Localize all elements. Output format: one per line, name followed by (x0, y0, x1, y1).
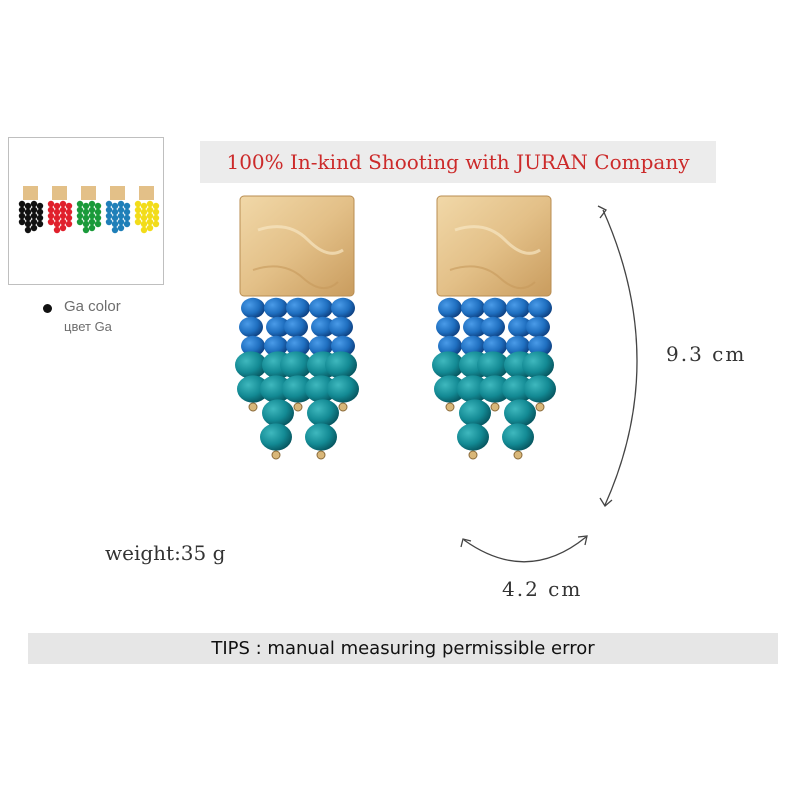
bead (309, 335, 333, 357)
gold-end-cap (490, 402, 500, 412)
bead (260, 375, 292, 403)
black-earring-swatch (18, 186, 44, 234)
tips-text: TIPS : manual measuring permissible erro… (211, 638, 595, 659)
bead (508, 316, 532, 338)
gold-end-cap (248, 402, 258, 412)
bead (522, 351, 554, 379)
gold-end-cap (445, 402, 455, 412)
bead (331, 297, 355, 319)
bead (528, 335, 552, 357)
bead (311, 316, 335, 338)
color-variant-thumbnail[interactable] (8, 137, 164, 285)
red-earring-swatch (47, 186, 73, 234)
gold-plate (239, 195, 355, 297)
promo-banner-text: 100% In-kind Shooting with JURAN Company (226, 150, 690, 174)
bead (309, 297, 333, 319)
bead (280, 351, 312, 379)
width-measurement: 4.2 cm (502, 577, 583, 601)
bead (528, 297, 552, 319)
left-earring (235, 195, 359, 460)
bead (235, 351, 267, 379)
green-earring-swatch (76, 186, 102, 234)
yellow-earring-swatch (134, 186, 160, 234)
bead (305, 375, 337, 403)
bead (438, 335, 462, 357)
gold-end-cap (316, 450, 326, 460)
bead (282, 375, 314, 403)
bead (434, 375, 466, 403)
selected-color-name[interactable]: Ga color (64, 298, 121, 315)
bead (502, 423, 534, 451)
bead (461, 335, 485, 357)
bead (432, 351, 464, 379)
bead (241, 297, 265, 319)
selected-color-bullet-icon (43, 304, 52, 313)
bead (502, 375, 534, 403)
bead (457, 375, 489, 403)
height-arrowhead-bottom-icon (599, 497, 613, 507)
bead (483, 297, 507, 319)
bead (438, 297, 462, 319)
bead (483, 335, 507, 357)
width-arc-line (463, 536, 587, 563)
earrings-product-image (235, 195, 556, 460)
variant-swatches (18, 186, 160, 234)
right-earring (432, 195, 556, 460)
bead (463, 316, 487, 338)
height-arc-line (602, 209, 638, 506)
bead (286, 297, 310, 319)
blue-earring-swatch (105, 186, 131, 234)
height-measurement: 9.3 cm (666, 342, 747, 366)
height-arrowhead-top-icon (597, 205, 607, 219)
weight-label: weight:35 g (105, 541, 226, 565)
bead (264, 297, 288, 319)
bead (331, 335, 355, 357)
bead (266, 316, 290, 338)
bead (329, 316, 353, 338)
gold-end-cap (271, 450, 281, 460)
bead (262, 399, 294, 427)
bead (506, 297, 530, 319)
gold-end-cap (293, 402, 303, 412)
selected-color-name-ru: цвет Ga (64, 319, 112, 334)
promo-banner: 100% In-kind Shooting with JURAN Company (200, 141, 716, 183)
bead (436, 316, 460, 338)
bead (241, 335, 265, 357)
gold-end-cap (338, 402, 348, 412)
gold-end-cap (535, 402, 545, 412)
bead (260, 423, 292, 451)
bead (479, 375, 511, 403)
bead (264, 335, 288, 357)
bead (239, 316, 263, 338)
bead (284, 316, 308, 338)
width-arrowhead-right-icon (577, 535, 588, 546)
tips-bar: TIPS : manual measuring permissible erro… (28, 633, 778, 664)
bead (307, 399, 339, 427)
bead (457, 423, 489, 451)
gold-end-cap (513, 450, 523, 460)
bead (305, 423, 337, 451)
gold-plate (436, 195, 552, 297)
bead (461, 297, 485, 319)
gold-end-cap (468, 450, 478, 460)
bead (325, 351, 357, 379)
bead (524, 375, 556, 403)
bead (526, 316, 550, 338)
bead (506, 335, 530, 357)
bead (481, 316, 505, 338)
bead (477, 351, 509, 379)
bead (286, 335, 310, 357)
bead (459, 399, 491, 427)
width-arrowhead-left-icon (460, 538, 472, 548)
bead (504, 399, 536, 427)
bead (237, 375, 269, 403)
bead (327, 375, 359, 403)
